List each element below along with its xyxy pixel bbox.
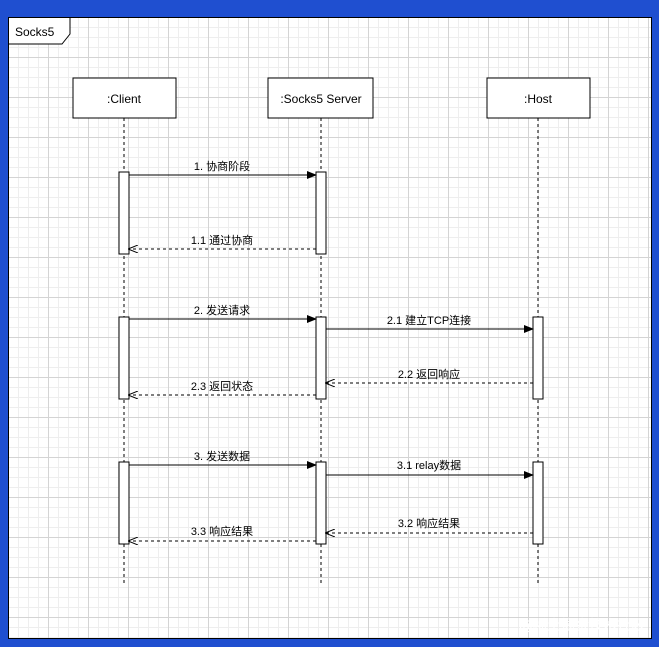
activation-server-1: [315, 171, 327, 255]
message-label-2: 2. 发送请求: [194, 303, 250, 317]
frame-title: Socks5: [15, 25, 55, 39]
participant-host: :Host: [486, 77, 591, 119]
message-label-3: 3. 发送数据: [194, 449, 250, 463]
activation-host-3: [532, 461, 544, 545]
message-label-3-1: 3.1 relay数据: [397, 458, 461, 472]
message-label-1: 1. 协商阶段: [194, 159, 250, 173]
message-label-2-1: 2.1 建立TCP连接: [387, 313, 471, 327]
activation-client-3: [118, 461, 130, 545]
participant-socks5-server: :Socks5 Server: [267, 77, 374, 119]
message-label-1-1: 1.1 通过协商: [191, 233, 253, 247]
diagram-canvas: Socks5 :Client :Socks5 Server :Host 1. 协…: [8, 17, 652, 639]
message-label-2-2: 2.2 返回响应: [398, 367, 460, 381]
watermark: @稀土掘金技术社区: [519, 618, 645, 634]
activation-client-2: [118, 316, 130, 400]
message-label-3-2: 3.2 响应结果: [398, 516, 460, 530]
participant-host-label: :Host: [524, 92, 553, 106]
activation-client-1: [118, 171, 130, 255]
participant-client: :Client: [72, 77, 177, 119]
frame-border: [8, 17, 652, 639]
message-label-2-3: 2.3 返回状态: [191, 379, 253, 393]
frame-tab: [8, 17, 71, 45]
message-label-3-3: 3.3 响应结果: [191, 524, 253, 538]
activation-server-2: [315, 316, 327, 400]
sequence-diagram: Socks5 :Client :Socks5 Server :Host 1. 协…: [8, 17, 652, 639]
participant-client-label: :Client: [107, 92, 142, 106]
activation-server-3: [315, 461, 327, 545]
participant-socks5-server-label: :Socks5 Server: [280, 92, 361, 106]
activation-host-2: [532, 316, 544, 400]
